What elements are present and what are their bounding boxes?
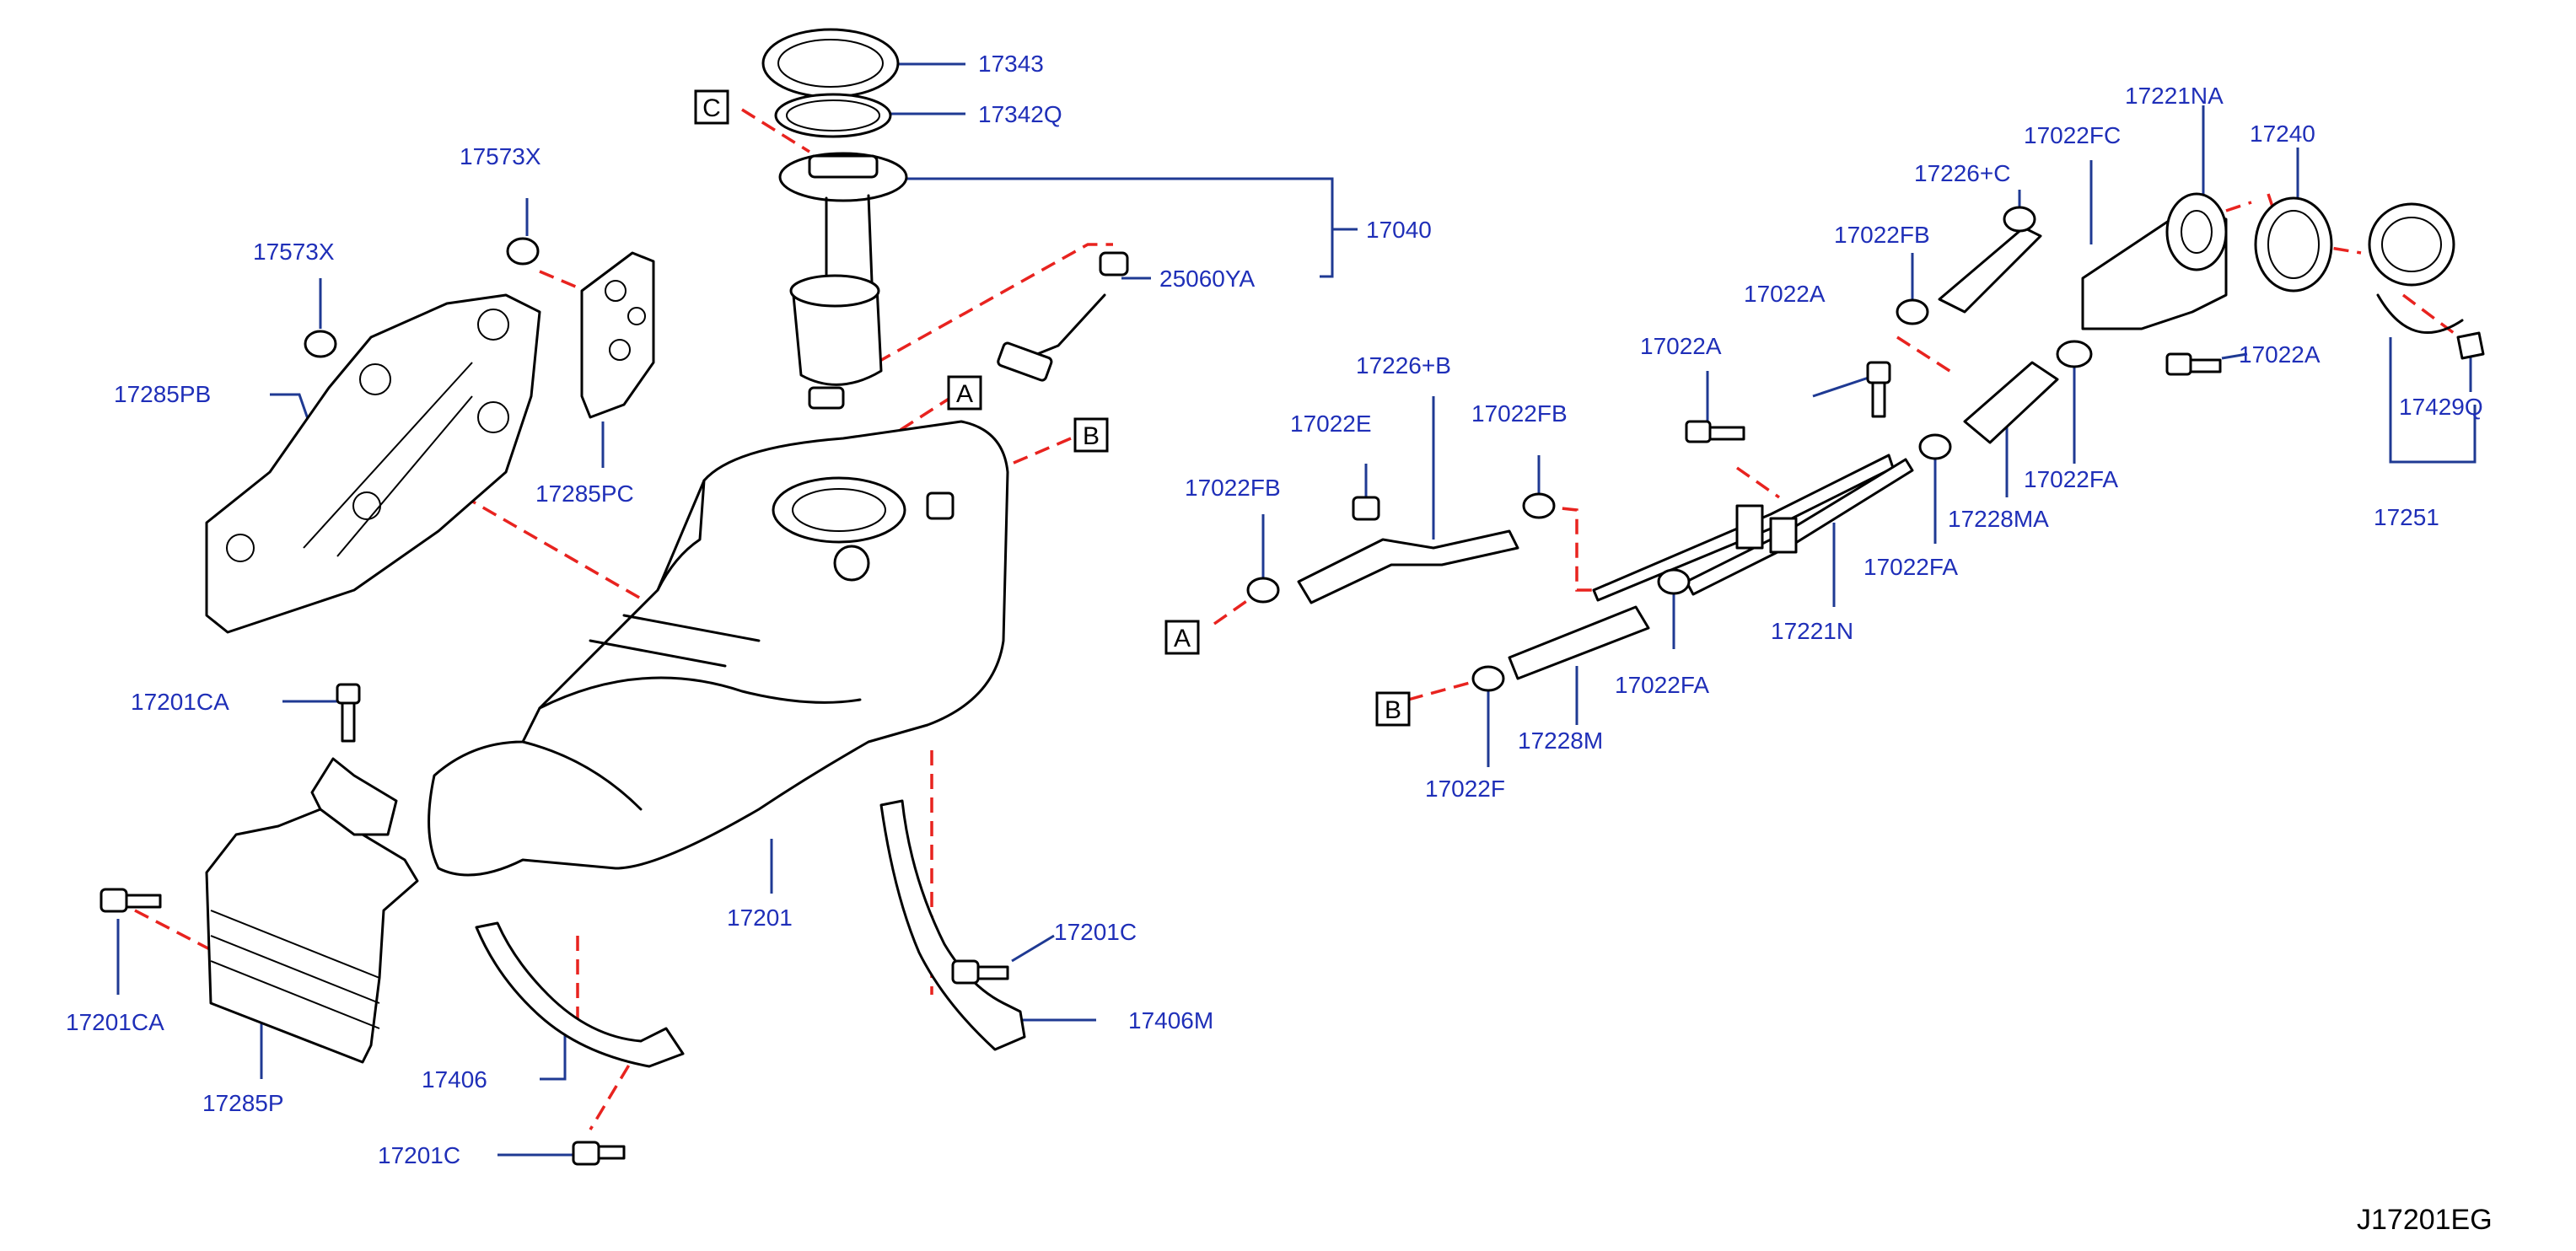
seal-17342Q xyxy=(774,93,892,138)
ref-box-a-hose: A xyxy=(1164,620,1200,655)
label-17226C: 17226+C xyxy=(1914,160,2010,186)
label-17022FB-a: 17022FB xyxy=(1185,475,1281,501)
heat-shield-17285P xyxy=(205,757,419,1064)
ref-box-b-hose: B xyxy=(1375,691,1411,727)
label-17406: 17406 xyxy=(422,1066,487,1093)
label-17201: 17201 xyxy=(727,905,793,931)
label-17022A-b: 17022A xyxy=(1744,281,1826,307)
label-17226B: 17226+B xyxy=(1356,352,1451,379)
label-17342Q: 17342Q xyxy=(978,101,1062,127)
label-17022FB-c: 17022FB xyxy=(1834,222,1930,248)
clips-17573X xyxy=(304,237,540,358)
label-17022F: 17022F xyxy=(1425,776,1505,802)
lock-ring-17343 xyxy=(761,28,900,99)
svg-text:A: A xyxy=(1174,625,1191,652)
label-17022A-c: 17022A xyxy=(2239,341,2321,368)
diagram-code: J17201EG xyxy=(2357,1204,2493,1236)
filler-cap-17251 xyxy=(2368,202,2485,360)
label-17228MA: 17228MA xyxy=(1948,506,2049,532)
part-labels: 17343 17342Q 17040 25060YA 17573X 17573X… xyxy=(66,51,2483,1168)
tank-strap-17406 xyxy=(475,921,685,1068)
ref-box-c: C xyxy=(694,89,729,125)
bolts xyxy=(99,352,2222,1166)
label-17022FA-c: 17022FA xyxy=(1615,672,1709,698)
label-17573X-a: 17573X xyxy=(460,143,541,169)
label-17285PC: 17285PC xyxy=(535,481,634,507)
ref-box-b-tank: B xyxy=(1073,417,1109,453)
hose-clamps xyxy=(1246,206,2093,692)
label-17221N: 17221N xyxy=(1771,618,1853,644)
label-17040: 17040 xyxy=(1366,217,1432,243)
hoses xyxy=(1297,226,2059,680)
svg-text:B: B xyxy=(1385,696,1401,724)
label-17201C-b: 17201C xyxy=(1054,919,1137,945)
label-17022FC: 17022FC xyxy=(2024,122,2121,148)
label-17022A-a: 17022A xyxy=(1640,333,1722,359)
label-17573X-b: 17573X xyxy=(253,239,335,265)
label-17221NA: 17221NA xyxy=(2125,83,2224,109)
svg-text:B: B xyxy=(1083,422,1100,450)
label-17022FB-b: 17022FB xyxy=(1471,400,1568,427)
filler-neck-17221NA xyxy=(2081,192,2228,330)
label-17201CA-b: 17201CA xyxy=(66,1009,164,1035)
sender-unit-25060YA xyxy=(997,251,1129,382)
label-17285PB: 17285PB xyxy=(114,381,211,407)
fuel-tank-17201 xyxy=(428,420,1009,877)
leader-lines xyxy=(116,62,2477,1157)
filler-tube-17221N xyxy=(1592,454,1914,602)
ref-box-a-tank: A xyxy=(947,375,982,411)
label-17022FA-a: 17022FA xyxy=(2024,466,2118,492)
fuel-pump-17040 xyxy=(778,152,908,410)
svg-text:C: C xyxy=(702,94,721,122)
label-17022E: 17022E xyxy=(1290,411,1372,437)
label-17240: 17240 xyxy=(2250,121,2315,147)
label-17201C-a: 17201C xyxy=(378,1142,460,1168)
svg-text:A: A xyxy=(956,380,973,408)
label-17251: 17251 xyxy=(2374,504,2439,530)
tank-strap-17406M xyxy=(879,799,1026,1051)
heat-shield-17285PC xyxy=(580,251,655,419)
label-17201CA-a: 17201CA xyxy=(131,689,229,715)
heat-shield-17285PB xyxy=(205,293,541,634)
label-17022FA-b: 17022FA xyxy=(1863,554,1958,580)
label-17285P: 17285P xyxy=(202,1090,284,1116)
filler-seal-17240 xyxy=(2254,196,2333,293)
label-25060YA: 25060YA xyxy=(1159,266,1255,292)
label-17406M: 17406M xyxy=(1128,1007,1213,1034)
label-17228M: 17228M xyxy=(1518,728,1603,754)
label-17429Q: 17429Q xyxy=(2399,394,2483,420)
label-17343: 17343 xyxy=(978,51,1044,77)
